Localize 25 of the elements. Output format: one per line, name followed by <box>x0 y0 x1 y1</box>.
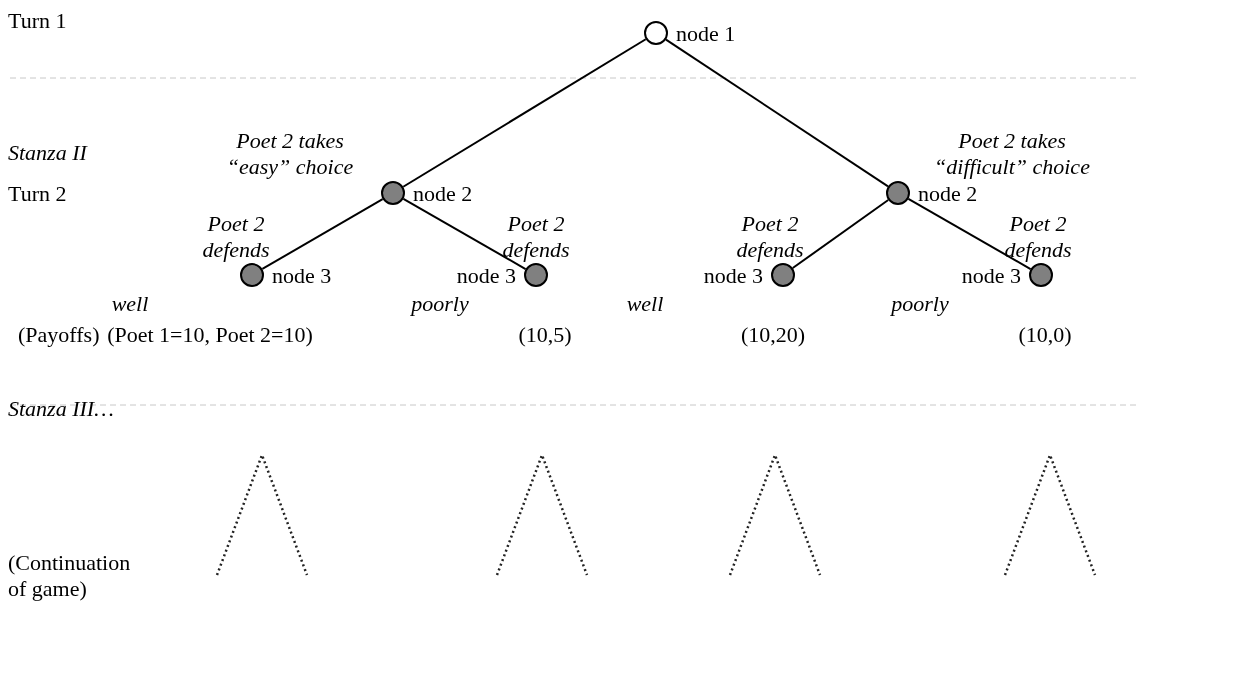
node-label: node 3 <box>703 265 763 287</box>
text-label: poorly <box>889 291 950 317</box>
edge-label: Poet 2 defends <box>501 211 571 263</box>
text-label: Turn 2 <box>8 181 67 207</box>
node-label: node 3 <box>272 265 332 287</box>
text-label: well <box>110 291 150 317</box>
payoff-label: (10,5) <box>517 324 573 346</box>
edge-label: Poet 2 takes “easy” choice <box>225 128 355 180</box>
node-label: node 2 <box>918 183 978 205</box>
edge-label: Poet 2 defends <box>735 211 805 263</box>
text-label: Stanza III… <box>8 396 114 422</box>
node-label: node 1 <box>676 23 736 45</box>
edge-label: Poet 2 defends <box>201 211 271 263</box>
node-label: node 2 <box>413 183 473 205</box>
text-label: poorly <box>409 291 470 317</box>
edge-label: Poet 2 defends <box>1003 211 1073 263</box>
payoff-label: (10,0) <box>1017 324 1073 346</box>
text-label: well <box>625 291 665 317</box>
text-label: Stanza II <box>8 140 87 166</box>
payoff-label: (10,20) <box>739 324 807 346</box>
text-label: (Payoffs) <box>18 322 100 348</box>
text-label: Turn 1 <box>8 8 67 34</box>
text-label: (Continuation of game) <box>8 550 132 602</box>
node-label: node 3 <box>456 265 516 287</box>
node-label: node 3 <box>961 265 1021 287</box>
